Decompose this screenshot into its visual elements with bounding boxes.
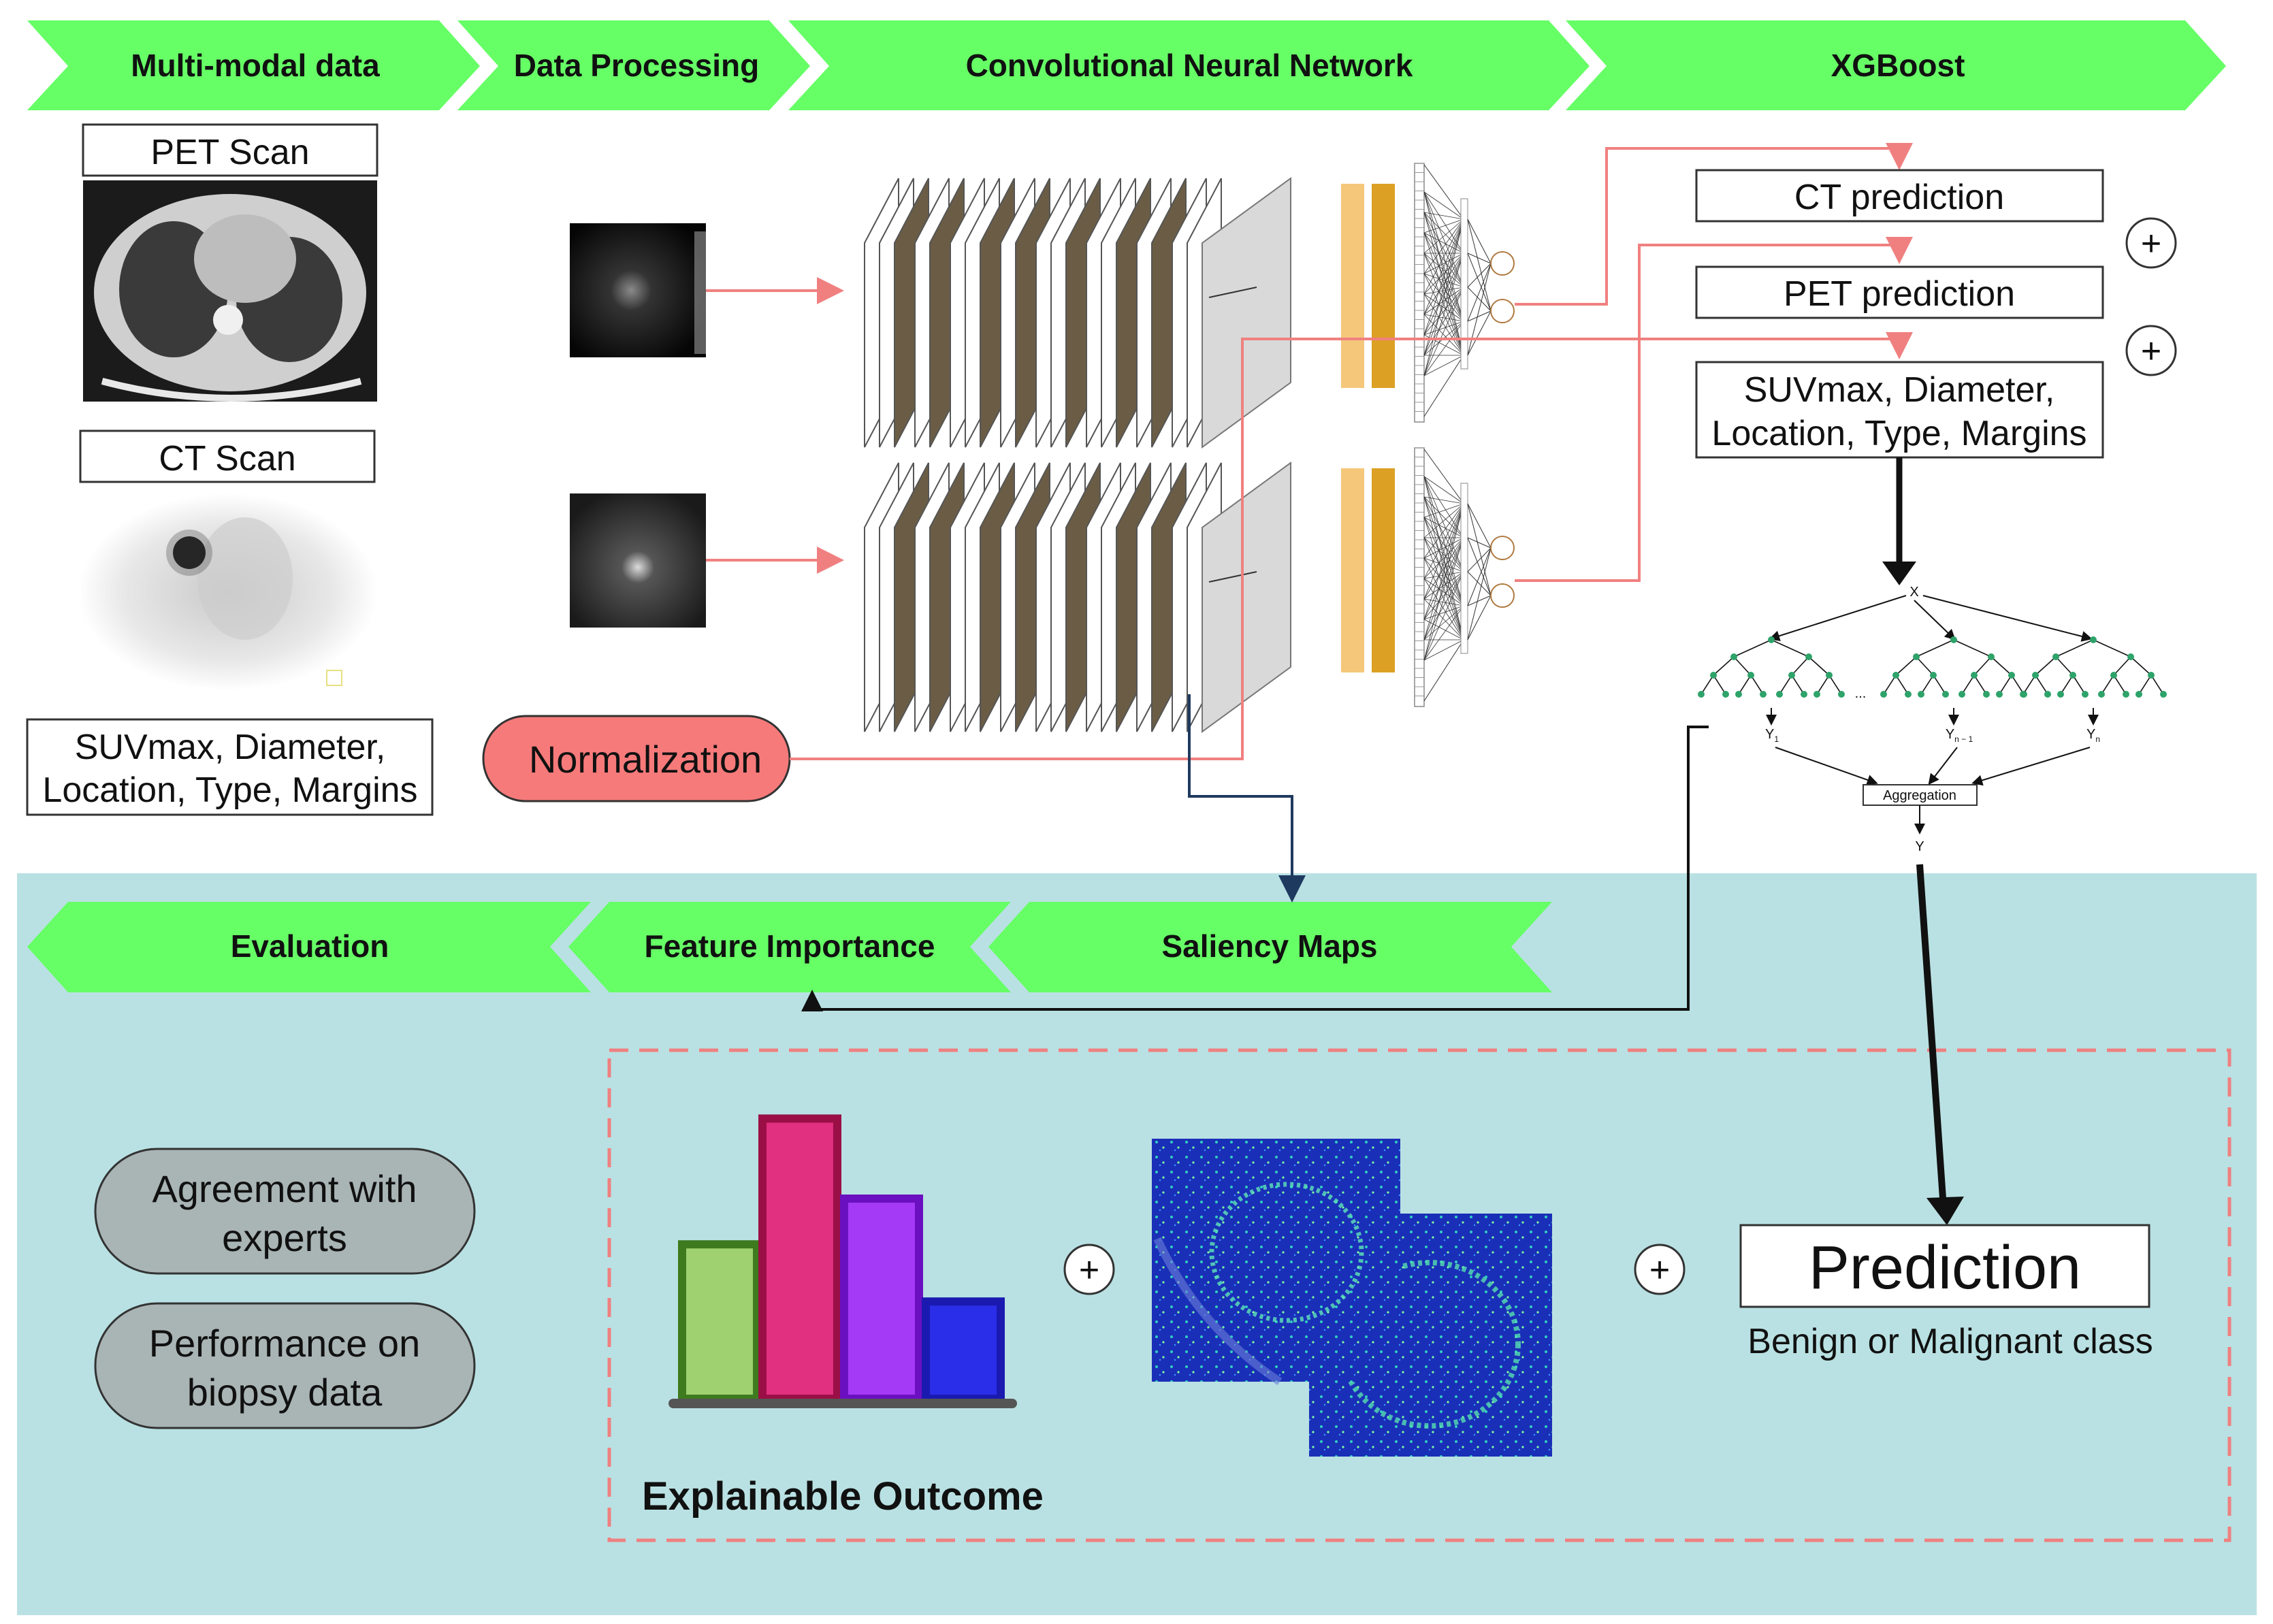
agreement-line2: experts [222, 1216, 347, 1259]
plus-icon-2: + [2125, 325, 2177, 376]
pet-scan-label: PET Scan [150, 133, 309, 172]
y-to-prediction-arrow [1916, 864, 1947, 1209]
ct-image [83, 180, 377, 402]
output-neuron [1490, 536, 1515, 560]
tree-output-yn: Yn [2086, 727, 2100, 744]
agreement-with-experts-pill: Agreement with experts [94, 1148, 476, 1275]
decision-tree [1698, 636, 1845, 698]
agreement-line1: Agreement with [152, 1167, 417, 1210]
tree-root-label: X [1909, 585, 1918, 600]
tree-ellipsis: ... [1855, 686, 1867, 701]
xgb-to-feature-importance-line [801, 726, 1709, 1011]
stage-arrow-feature-importance: Feature Importance [568, 902, 1011, 992]
normalization-pill: Normalization [482, 715, 791, 802]
fully-connected-network [1414, 447, 1515, 707]
dense-layer-2 [1372, 468, 1395, 672]
stage-processing-label: Data Processing [514, 48, 759, 83]
tree-output-yn-minus-1: Yn − 1 [1946, 727, 1973, 744]
output-neuron [1490, 299, 1515, 323]
explainable-outcome-title: Explainable Outcome [642, 1474, 1044, 1519]
output-neuron [1490, 251, 1515, 276]
importance-bar [758, 1114, 841, 1403]
importance-bar [922, 1297, 1005, 1403]
plus-icon-4: + [1634, 1244, 1686, 1295]
stage-arrow-multimodal: Multi-modal data [27, 20, 480, 110]
normalization-label: Normalization [529, 738, 762, 781]
output-neuron [1490, 583, 1515, 608]
saliency-map-front [1152, 1139, 1400, 1385]
y-to-prediction-arrowhead [1927, 1197, 1964, 1225]
stage-arrow-processing: Data Processing [457, 20, 810, 110]
feature-importance-label: Feature Importance [645, 928, 935, 964]
cnn-final-feature-map [1202, 177, 1291, 449]
prediction-box: Prediction [1739, 1224, 2150, 1308]
performance-line2: biopsy data [187, 1371, 383, 1414]
ct-patch-edge [694, 231, 706, 354]
prediction-subtitle: Benign or Malignant class [1747, 1322, 2153, 1361]
importance-bar [678, 1240, 761, 1403]
ct-patch-image [570, 223, 706, 357]
pet-image [78, 493, 378, 691]
tree-output-y1: Y1 [1765, 727, 1779, 744]
performance-on-biopsy-pill: Performance on biopsy data [94, 1302, 476, 1429]
clinical-line2: Location, Type, Margins [42, 770, 417, 810]
dense-layer-1 [1341, 468, 1364, 672]
aggregation-box [1863, 784, 1978, 806]
svg-text:+: + [1649, 1250, 1670, 1290]
explainable-outcome-frame [607, 1048, 2231, 1542]
importance-bar [840, 1195, 923, 1403]
stage-arrow-xgboost: XGBoost [1566, 20, 2226, 110]
normalization-to-features-line [790, 332, 1913, 760]
xgb-features-line2: Location, Type, Margins [1711, 414, 2086, 453]
pet-prediction-label: PET prediction [1784, 274, 2015, 314]
dense-layer-2 [1372, 184, 1395, 388]
stage-arrow-evaluation: Evaluation [27, 902, 591, 992]
aggregated-output-y: Y [1915, 839, 1924, 854]
pet-scan-label-box: PET Scan [82, 123, 378, 177]
ct-prediction-box: CT prediction [1695, 169, 2104, 223]
xgb-tree-ensemble: X ... Y1 Yn − 1 Yn Aggregation Y [1698, 585, 2167, 854]
aggregation-label: Aggregation [1883, 788, 1956, 803]
fully-connected-network [1414, 163, 1515, 423]
tree-glyphs [1698, 636, 2167, 698]
clinical-features-box: SUVmax, Diameter, Location, Type, Margin… [26, 718, 434, 816]
prediction-label: Prediction [1809, 1234, 2081, 1302]
pet-prediction-box: PET prediction [1695, 265, 2104, 319]
stage-arrow-saliency-maps: Saliency Maps [988, 902, 1552, 992]
clinical-line1: SUVmax, Diameter, [75, 728, 386, 767]
svg-text:+: + [1079, 1250, 1099, 1290]
saliency-maps-label: Saliency Maps [1161, 928, 1377, 964]
plus-icon-1: + [2125, 217, 2177, 269]
ct-scan-label: CT Scan [159, 439, 295, 478]
bars-baseline [668, 1399, 1017, 1408]
xgb-features-line1: SUVmax, Diameter, [1744, 370, 2055, 410]
stage-xgboost-label: XGBoost [1831, 48, 1965, 83]
evaluation-label: Evaluation [231, 928, 389, 964]
decision-tree [1880, 636, 2027, 698]
cnn-to-saliency-line [1188, 694, 1306, 903]
cnn-block-pet [864, 447, 1515, 733]
xgb-features-box: SUVmax, Diameter, Location, Type, Margin… [1695, 361, 2104, 459]
features-to-trees-arrowhead [1882, 562, 1916, 585]
cnn-pet-to-prediction-line [1515, 237, 1913, 582]
cnn-block-ct [864, 163, 1515, 449]
pet-patch-image [570, 493, 706, 628]
stage-cnn-label: Convolutional Neural Network [966, 48, 1413, 83]
cnn-ct-to-prediction-line [1515, 143, 1913, 306]
svg-text:+: + [2141, 224, 2161, 263]
svg-text:+: + [2141, 331, 2161, 371]
ct-prediction-label: CT prediction [1794, 178, 2004, 217]
ct-scan-label-box: CT Scan [79, 429, 376, 483]
stage-arrow-cnn: Convolutional Neural Network [788, 20, 1590, 110]
plus-icon-3: + [1063, 1244, 1115, 1295]
performance-line1: Performance on [149, 1322, 420, 1365]
decision-tree [2020, 636, 2167, 698]
cnn-final-feature-map [1202, 461, 1291, 733]
dense-layer-1 [1341, 184, 1364, 388]
stage-multimodal-label: Multi-modal data [131, 48, 380, 83]
